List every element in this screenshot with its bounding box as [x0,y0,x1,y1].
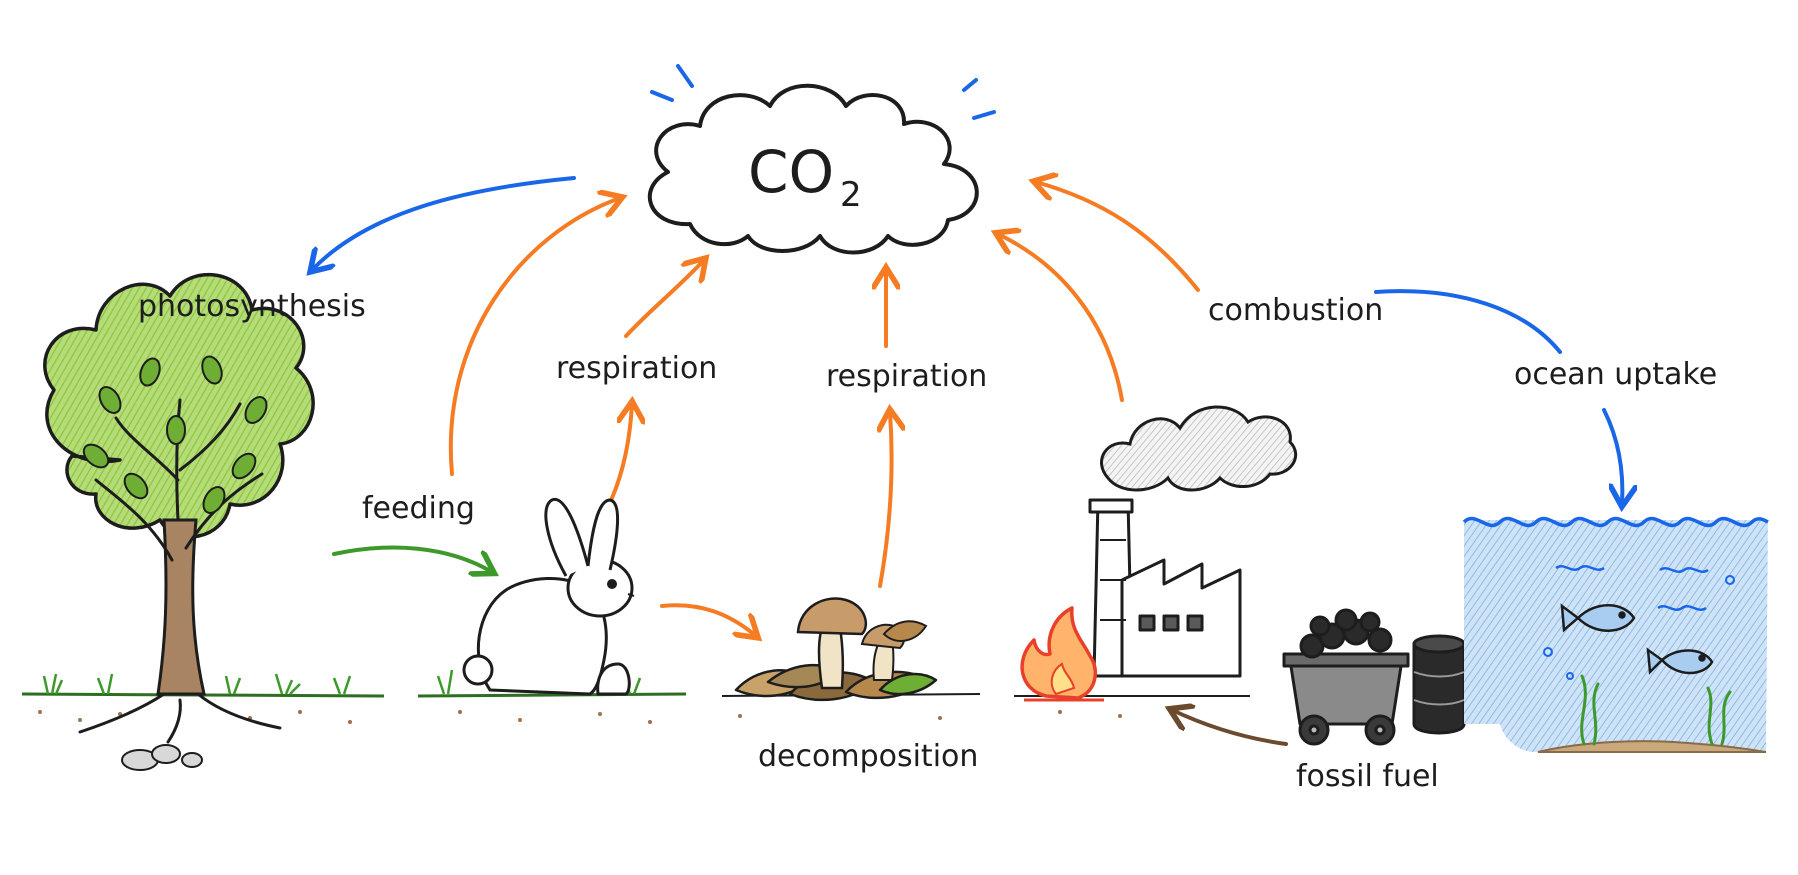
arrow-factory-to-co2 [998,234,1124,402]
label-combustion: combustion [1208,293,1383,328]
arrow-feeding [332,545,492,572]
label-respiration-animal: respiration [556,351,717,386]
arrow-rabbit-to-decomposition [660,603,756,636]
label-photosynthesis: photosynthesis [138,289,366,324]
arrow-rabbit-respiration-upper [624,260,704,338]
ocean-icon [1462,516,1769,753]
label-feeding: feeding [362,491,475,526]
co2-cloud-icon [647,64,996,255]
co2-label: CO [748,138,834,206]
arrow-ocean-uptake-upper [1374,289,1562,354]
coal-cart-icon [1282,608,1410,746]
factory-icon [1088,498,1242,678]
smoke-icon [1100,405,1297,492]
arrow-photosynthesis-from-co2 [312,176,576,270]
arrow-decomposer-respiration-lower [880,412,892,588]
arrow-tree-to-co2 [448,198,620,476]
oil-barrel-icon [1412,634,1466,735]
fish-icon [1646,647,1714,675]
fire-icon [1020,606,1104,702]
arrow-rabbit-respiration-lower [610,404,632,500]
co2-subscript: 2 [840,175,862,215]
arrow-ocean-uptake-lower [1602,408,1622,504]
label-decomposition: decomposition [758,739,978,774]
arrow-combustion-to-co2 [1036,182,1200,292]
tree-icon [43,272,315,771]
mushroom-leaf-litter-icon [734,597,938,702]
label-respiration-decomposers: respiration [826,359,987,394]
rabbit-icon [462,498,635,696]
fish-icon [1560,603,1636,633]
arrow-fossil-to-combustion [1172,710,1288,746]
label-fossil-fuel: fossil fuel [1296,759,1439,794]
label-ocean-uptake: ocean uptake [1514,357,1717,392]
